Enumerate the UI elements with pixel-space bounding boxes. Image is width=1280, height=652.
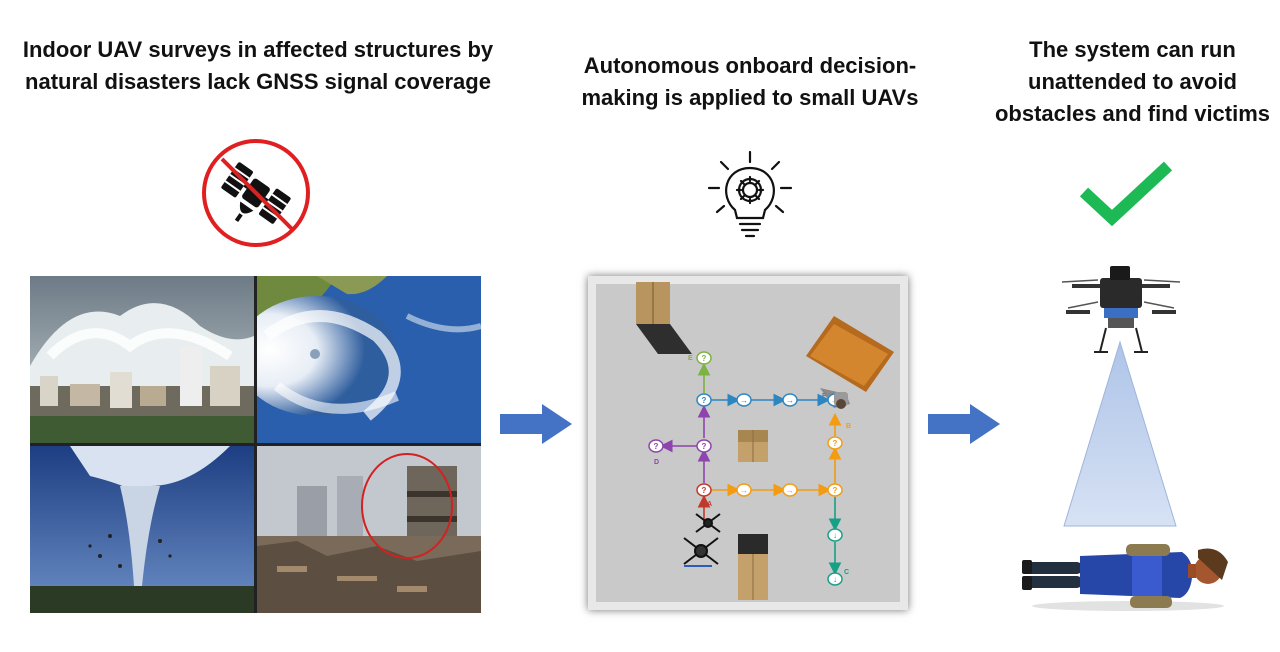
map-node: ?: [696, 483, 712, 497]
svg-text:→: →: [786, 396, 794, 405]
tornado-photo: [30, 446, 254, 613]
disaster-photo-collage: [30, 276, 481, 613]
svg-text:↓: ↓: [833, 531, 837, 540]
tsunami-wave-photo: [30, 276, 254, 443]
map-label-b: B: [846, 423, 851, 430]
earthquake-damage-photo: [257, 446, 481, 613]
map-label-e: E: [688, 355, 693, 362]
map-node: ?: [827, 436, 843, 450]
victim-mannequin: [1022, 544, 1228, 611]
svg-text:?: ?: [702, 354, 707, 363]
obstacle-box: [738, 534, 768, 600]
svg-text:↓: ↓: [833, 575, 837, 584]
map-node: →: [736, 483, 752, 497]
svg-text:?: ?: [654, 442, 659, 451]
svg-text:?: ?: [702, 442, 707, 451]
svg-text:?: ?: [702, 486, 707, 495]
svg-text:→: →: [740, 396, 748, 405]
room-map-canvas: ? ? → → → ? ? ? ? → → ? ↓ ↓ E F B D A C: [588, 276, 908, 610]
heading-right: The system can run unattended to avoid o…: [994, 37, 1271, 126]
svg-text:?: ?: [833, 439, 838, 448]
hurricane-satellite-photo: [257, 276, 481, 443]
map-node: ?: [696, 351, 712, 365]
heading-left: Indoor UAV surveys in affected structure…: [22, 37, 494, 94]
svg-text:→: →: [786, 486, 794, 495]
map-node: ?: [648, 439, 664, 453]
obstacle-box: [636, 282, 692, 354]
map-label-d: D: [654, 459, 659, 466]
indoor-room-map: ? ? → → → ? ? ? ? → → ? ↓ ↓ E F B D A C: [588, 276, 908, 610]
right-arrow-icon: [500, 404, 572, 444]
victim-top-view: [834, 392, 848, 409]
map-node: →: [782, 393, 798, 407]
checkmark-icon: [1079, 161, 1173, 226]
path-purple: [659, 404, 711, 483]
map-label-c: C: [844, 569, 849, 576]
drone-top-view: [683, 513, 721, 567]
map-node: →: [782, 483, 798, 497]
right-arrow-icon: [928, 404, 1000, 444]
drone-side-view-icon: [1061, 266, 1181, 353]
path-orange: [711, 412, 842, 497]
map-node: ↓: [827, 528, 843, 542]
map-node: ?: [696, 439, 712, 453]
sensor-cone: [1063, 340, 1177, 527]
map-label-f: F: [822, 393, 827, 400]
map-node: ?: [696, 393, 712, 407]
map-label-a: A: [707, 501, 712, 508]
svg-text:?: ?: [833, 486, 838, 495]
lightbulb-gear-icon: [707, 150, 793, 238]
map-node: ↓: [827, 572, 843, 586]
map-node: →: [736, 393, 752, 407]
svg-text:?: ?: [702, 396, 707, 405]
heading-middle: Autonomous onboard decision-making is ap…: [581, 53, 919, 110]
no-satellite-icon: [202, 139, 310, 247]
svg-text:→: →: [740, 486, 748, 495]
obstacle-box: [738, 430, 768, 462]
map-node: ?: [827, 483, 843, 497]
